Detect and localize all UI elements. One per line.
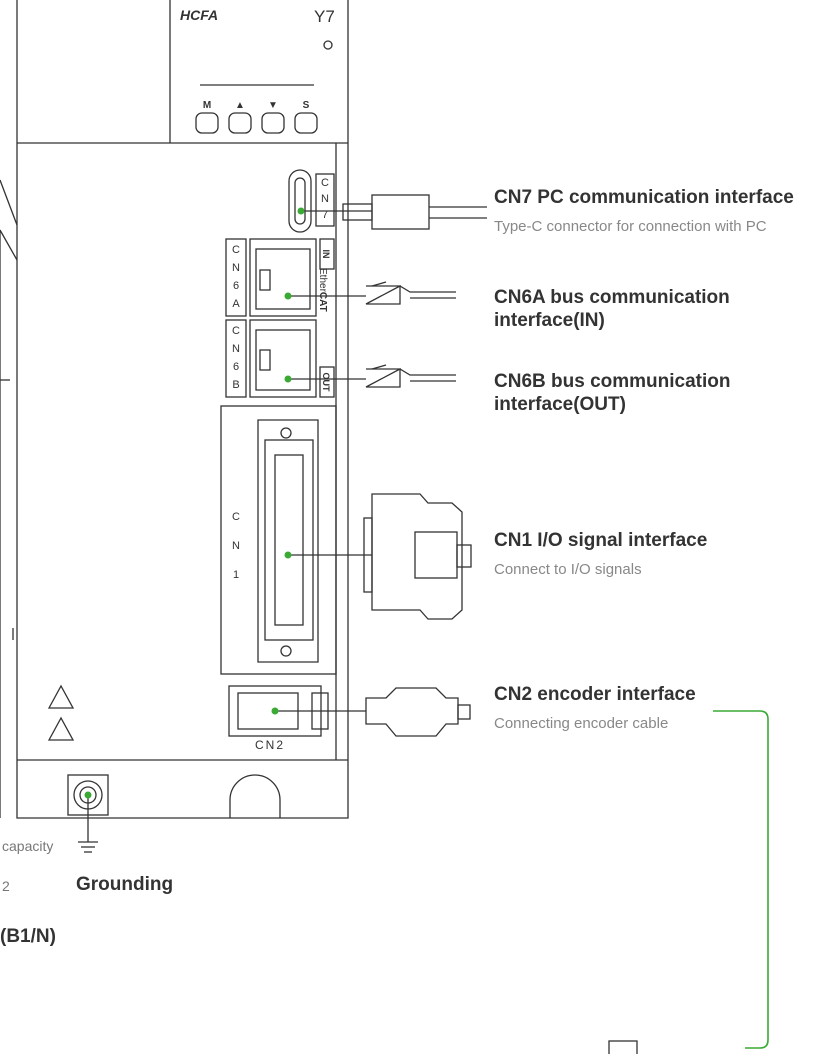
cn6b-marking-b: B bbox=[232, 379, 239, 391]
ethercat-label-bold: CAT bbox=[317, 292, 328, 312]
cn6a-callout-title-line2: interface(IN) bbox=[494, 310, 605, 331]
drive-body-outline bbox=[16, 0, 349, 819]
cn7-marking-7: 7 bbox=[322, 209, 328, 221]
capacity-text: capacity bbox=[2, 838, 54, 854]
key-m[interactable] bbox=[195, 112, 219, 134]
key-s-label: S bbox=[303, 100, 310, 111]
cn2-cable-plug bbox=[365, 687, 459, 737]
cn6a-cable-latch bbox=[371, 281, 387, 287]
cn6a-callout-title-line1: CN6A bus communication bbox=[494, 287, 730, 308]
cn1-cable-plug bbox=[371, 493, 463, 620]
cn6a-port-inner bbox=[255, 248, 311, 310]
cn6a-cable-plug bbox=[365, 284, 456, 305]
cn6a-marking-6: 6 bbox=[233, 280, 239, 292]
cn6a-in-box bbox=[319, 238, 335, 270]
cn7-marking-n: N bbox=[321, 193, 329, 205]
port-out-label: OUT bbox=[321, 373, 331, 393]
cn7-cable-plug-tip bbox=[342, 203, 373, 221]
key-down-label: ▼ bbox=[268, 100, 278, 111]
cn7-port-inner bbox=[294, 177, 306, 225]
cn2-cable-tip bbox=[457, 704, 471, 720]
brand-logo: HCFA bbox=[180, 7, 218, 23]
model-label: Y7 bbox=[314, 7, 335, 26]
cn7-callout-subtitle: Type-C connector for connection with PC bbox=[494, 218, 767, 235]
bottom-small-square bbox=[608, 1040, 638, 1054]
cn1-screw-top bbox=[280, 427, 292, 439]
cn6b-callout-title-line2: interface(OUT) bbox=[494, 394, 626, 415]
cn6b-port[interactable] bbox=[249, 319, 317, 398]
cn6a-marking-box bbox=[225, 238, 247, 317]
port-in-label: IN bbox=[321, 250, 331, 259]
cn1-port[interactable] bbox=[257, 419, 319, 663]
cn1-marking-n: N bbox=[232, 540, 240, 552]
key-down[interactable] bbox=[261, 112, 285, 134]
cn7-marking-box bbox=[315, 173, 335, 227]
cn6a-port[interactable] bbox=[249, 238, 317, 317]
key-up-label: ▲ bbox=[235, 100, 245, 111]
cn6b-cable-latch bbox=[371, 364, 387, 370]
cn6b-marking-c: C bbox=[232, 325, 240, 337]
cn6a-leader-dot bbox=[284, 292, 292, 300]
cn6b-latch bbox=[259, 349, 271, 371]
cn1-cable-wire bbox=[456, 544, 472, 568]
cn1-callout-subtitle: Connect to I/O signals bbox=[494, 561, 642, 578]
cn1-marking-1: 1 bbox=[233, 569, 239, 581]
grounding-label: Grounding bbox=[76, 874, 174, 895]
cn2-callout-title: CN2 encoder interface bbox=[494, 684, 696, 705]
left-small-text: 2 bbox=[2, 878, 10, 894]
cn7-callout-title: CN7 PC communication interface bbox=[494, 187, 794, 208]
cn1-port-inner bbox=[264, 439, 314, 641]
cn6b-out-box bbox=[319, 366, 335, 398]
cn6b-callout-title-line1: CN6B bus communication bbox=[494, 371, 731, 392]
cn6a-latch bbox=[259, 269, 271, 291]
cn1-frame bbox=[220, 405, 337, 675]
cn6a-marking-c: C bbox=[232, 244, 240, 256]
cn1-callout-title: CN1 I/O signal interface bbox=[494, 530, 708, 551]
key-up[interactable] bbox=[228, 112, 252, 134]
cn6b-leader-dot bbox=[284, 375, 292, 383]
cn6a-marking-n: N bbox=[232, 262, 240, 274]
left-slant-edge bbox=[0, 179, 18, 261]
key-m-label: M bbox=[203, 100, 211, 111]
ethercat-label-light: Ether bbox=[317, 268, 328, 293]
cn6b-port-inner bbox=[255, 329, 311, 391]
cn2-leader-dot bbox=[271, 707, 279, 715]
cn1-pins bbox=[274, 454, 304, 626]
key-s[interactable] bbox=[294, 112, 318, 134]
cn7-leader-dot bbox=[297, 207, 305, 215]
cn1-screw-bottom bbox=[280, 645, 292, 657]
electric-shock-warning-icon bbox=[47, 716, 75, 741]
cn7-marking-c: C bbox=[321, 177, 329, 189]
cn1-leader-dot bbox=[284, 551, 292, 559]
status-led bbox=[323, 40, 333, 50]
cn1-cable-plug-face bbox=[414, 531, 458, 579]
cn2-callout-subtitle: Connecting encoder cable bbox=[494, 715, 669, 732]
grounding-leader-dot bbox=[84, 791, 92, 799]
cn1-marking-c: C bbox=[232, 511, 240, 523]
cn1-cable-plug-flange bbox=[363, 517, 373, 593]
cn6b-marking-box bbox=[225, 319, 247, 398]
b1n-label: (B1/N) bbox=[0, 926, 56, 947]
cn6b-marking-n: N bbox=[232, 343, 240, 355]
ethercat-label: EtherCAT bbox=[317, 268, 328, 312]
cn6a-marking-a: A bbox=[232, 298, 240, 310]
cn2-marking: CN2 bbox=[255, 738, 285, 752]
bottom-slot bbox=[229, 774, 281, 818]
encoder-cable-route bbox=[713, 710, 769, 1049]
cn7-cable-plug-body bbox=[371, 194, 430, 230]
cn7-port[interactable] bbox=[288, 169, 312, 233]
hot-surface-warning-icon bbox=[47, 684, 75, 709]
cn6b-marking-6: 6 bbox=[233, 361, 239, 373]
cn6b-cable-plug bbox=[365, 367, 456, 388]
